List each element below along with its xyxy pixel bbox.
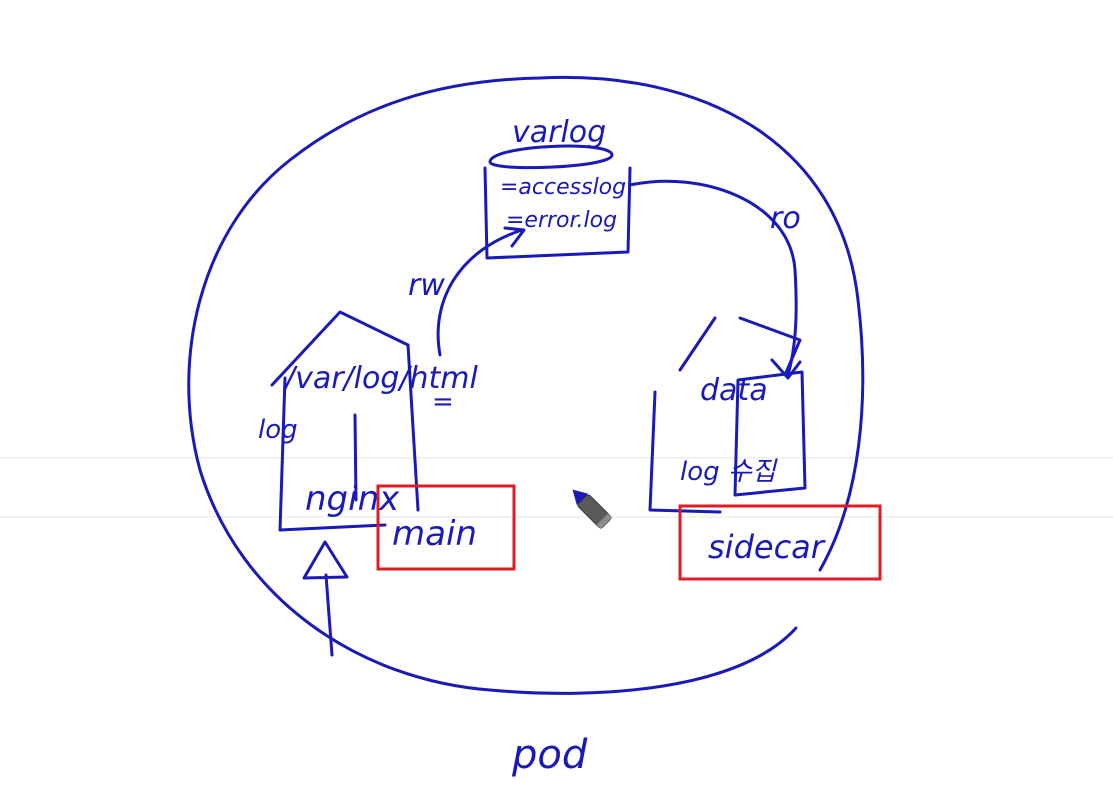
main-log-label: log (258, 415, 298, 445)
sidecar-highlight-box (678, 504, 882, 581)
pen-icon (572, 489, 613, 530)
file-access-log: =accesslog (500, 175, 626, 200)
rw-arrow (436, 226, 526, 357)
pod-circle (187, 75, 865, 695)
mount-sidecar: data (700, 373, 768, 408)
incoming-arrow (302, 540, 349, 657)
sidecar-container: data log 수집 (648, 316, 807, 514)
volume-title: varlog (512, 115, 606, 150)
main-container: /var/log/html = log nginx (258, 310, 479, 532)
sidecar-tag: sidecar (708, 528, 826, 566)
mode-rw: rw (408, 268, 445, 303)
mount-main: /var/log/html (282, 361, 479, 396)
main-tag: main (392, 514, 477, 554)
sidecar-log-label: log 수집 (680, 457, 778, 487)
main-highlight-box (376, 484, 516, 571)
pod-label: pod (511, 732, 588, 778)
ro-arrow (628, 179, 802, 380)
equals-mark: = (432, 387, 454, 417)
mode-ro: ro (770, 201, 801, 236)
